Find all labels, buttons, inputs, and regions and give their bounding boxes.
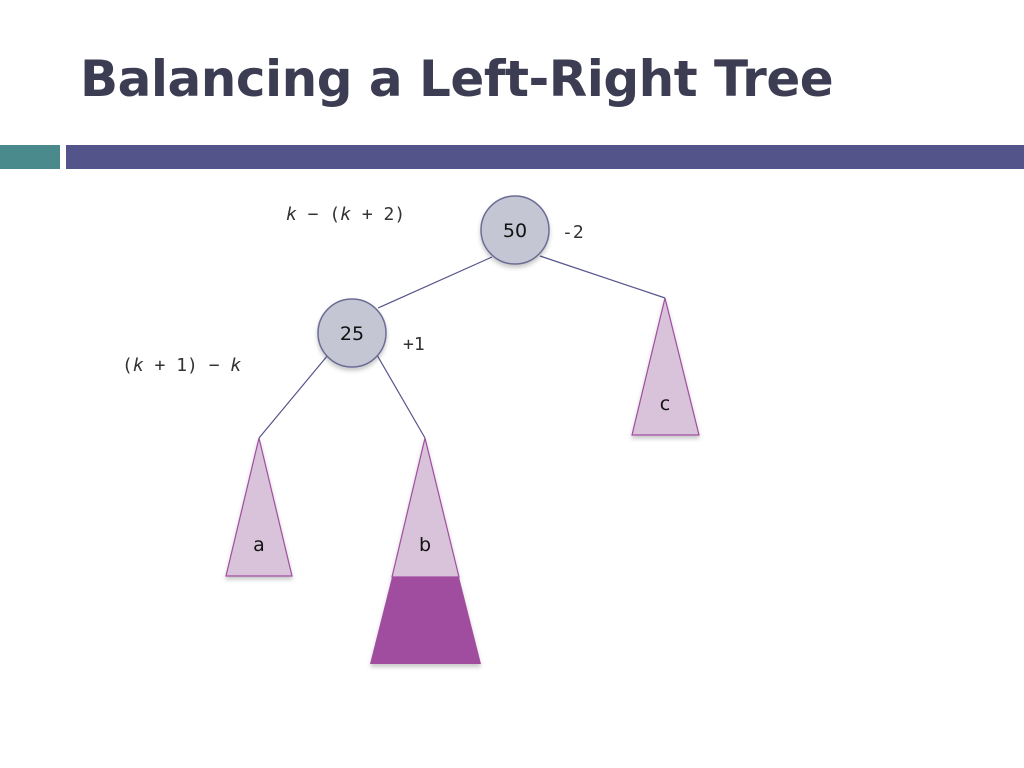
- subtree-c-label: c: [660, 393, 670, 415]
- subtree-a: [225, 437, 293, 577]
- accent-bar-teal: [0, 145, 60, 169]
- subtree-b-extension: [370, 577, 481, 664]
- edge-root-right: [539, 255, 666, 299]
- node-25: [317, 298, 387, 368]
- node-25-balance: +1: [403, 334, 425, 355]
- subtree-b: [391, 437, 460, 578]
- slide-title: Balancing a Left-Right Tree: [80, 50, 834, 108]
- accent-bar-blue: [66, 145, 1024, 169]
- subtree-b-label: b: [419, 534, 431, 556]
- node-50: [480, 195, 550, 265]
- edge-25-a: [258, 354, 329, 439]
- edge-root-left: [377, 256, 493, 309]
- node-25-value: 25: [340, 323, 364, 345]
- node-50-balance: -2: [562, 222, 584, 243]
- left-child-height-annotation: (k + 1) − k: [122, 355, 241, 376]
- subtree-a-label: a: [253, 534, 265, 556]
- edge-25-b: [376, 354, 426, 439]
- subtree-c: [631, 297, 700, 436]
- root-height-annotation: k − (k + 2): [286, 204, 405, 225]
- node-50-value: 50: [503, 220, 527, 242]
